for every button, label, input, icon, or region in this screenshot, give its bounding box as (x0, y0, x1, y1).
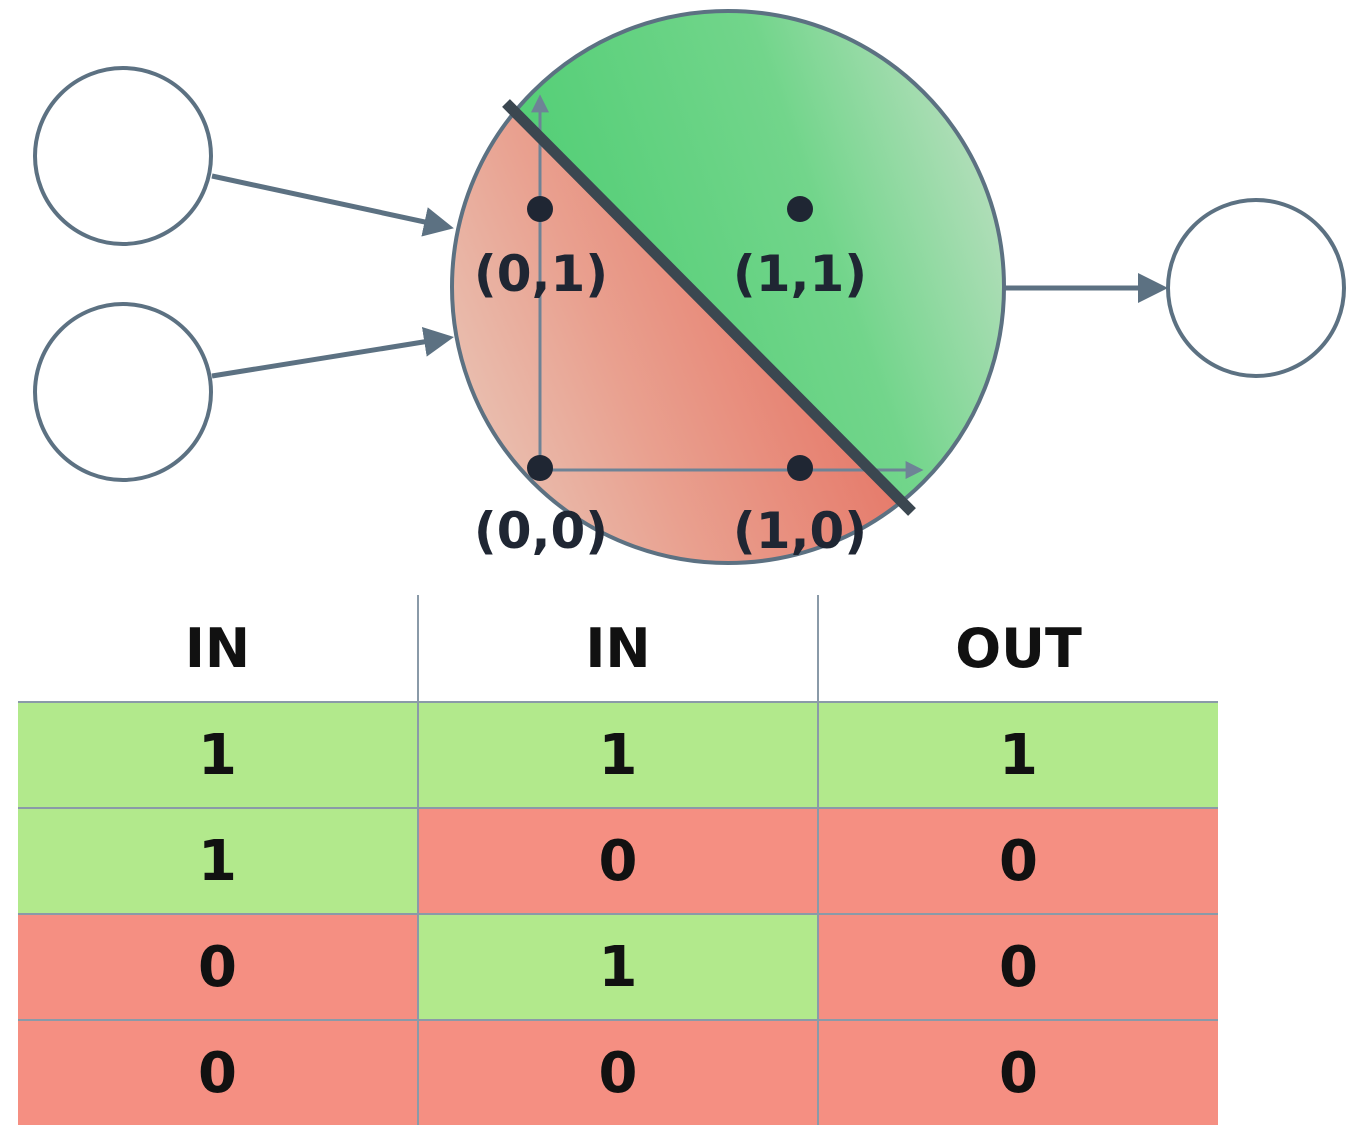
input-2-arrow (211, 327, 454, 379)
table-cell: 1 (417, 913, 818, 1020)
output-node (1166, 198, 1346, 378)
table-cell: 1 (18, 701, 418, 808)
header-in-1: IN (18, 595, 418, 703)
point-1-1 (787, 196, 813, 222)
table-cell: 0 (817, 807, 1218, 914)
table-cell: 0 (817, 913, 1218, 1020)
table-header-row: IN IN OUT (18, 595, 1218, 703)
decision-boundary (502, 99, 916, 516)
label-1-0: (1,0) (733, 502, 867, 560)
point-0-0 (527, 455, 553, 481)
table-cell: 0 (817, 1019, 1218, 1125)
point-0-1 (527, 196, 553, 222)
false-region (452, 70, 945, 563)
table-cell: 1 (817, 701, 1218, 808)
table-cell: 0 (18, 1019, 418, 1125)
truth-table: IN IN OUT 1 1 1 1 0 0 0 1 0 0 0 0 (18, 595, 1218, 1125)
header-out: OUT (817, 595, 1218, 703)
table-cell: 1 (18, 807, 418, 914)
table-cell: 1 (417, 701, 818, 808)
input-node-2 (33, 302, 213, 482)
input-node-1 (33, 66, 213, 246)
table-cell: 0 (417, 1019, 818, 1125)
label-0-1: (0,1) (474, 245, 608, 303)
table-row: 0 0 0 (18, 1019, 1218, 1125)
header-in-2: IN (417, 595, 818, 703)
input-1-arrow (211, 173, 454, 237)
table-row: 1 0 0 (18, 807, 1218, 914)
table-cell: 0 (18, 913, 418, 1020)
table-cell: 0 (417, 807, 818, 914)
label-0-0: (0,0) (474, 502, 608, 560)
label-1-1: (1,1) (733, 245, 867, 303)
table-row: 1 1 1 (18, 701, 1218, 808)
table-row: 0 1 0 (18, 913, 1218, 1020)
neuron-outline (450, 9, 1006, 565)
point-1-0 (787, 455, 813, 481)
perceptron-diagram: (0,1) (1,1) (0,0) (1,0) (33, 9, 1346, 565)
